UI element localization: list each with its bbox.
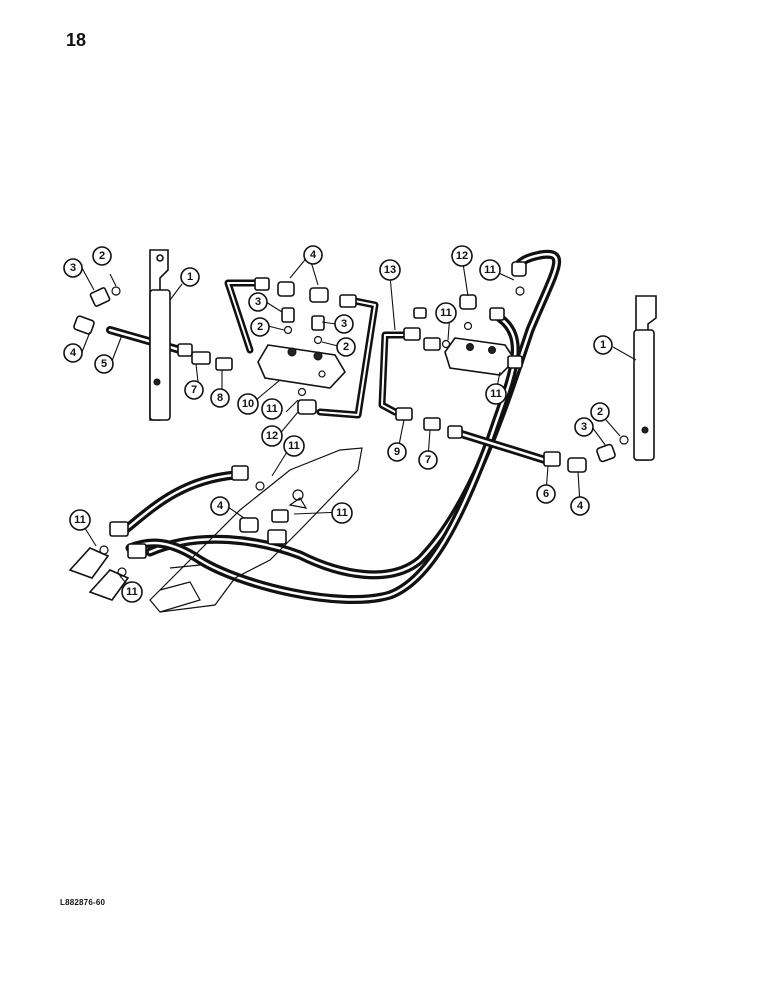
callout-8: 8 — [210, 388, 230, 408]
callout-label: 9 — [394, 446, 400, 458]
callout-11-right: 11 — [485, 383, 507, 405]
callout-label: 11 — [490, 388, 502, 400]
callout-label: 12 — [266, 430, 278, 442]
callout-label: 3 — [70, 262, 76, 274]
callout-label: 7 — [191, 384, 197, 396]
callout-label: 10 — [242, 398, 254, 410]
callout-label: 4 — [70, 347, 77, 359]
callout-label: 8 — [217, 392, 223, 404]
callout-label: 2 — [597, 406, 603, 418]
callout-3-right-mid: 3 — [334, 314, 354, 334]
callout-label: 4 — [217, 500, 224, 512]
callout-label: 1 — [600, 339, 606, 351]
hose-right-cylinder — [451, 428, 549, 464]
cylinder-left — [149, 249, 171, 421]
callout-7-right: 7 — [418, 450, 438, 470]
callout-11-mid: 11 — [261, 398, 283, 420]
valve-block-left — [257, 344, 346, 389]
callout-4-top: 4 — [303, 245, 323, 265]
callout-label: 2 — [257, 321, 263, 333]
callout-10: 10 — [237, 393, 259, 415]
callout-12-top: 12 — [451, 245, 473, 267]
callout-4-lower: 4 — [210, 496, 230, 516]
callout-11-top: 11 — [479, 259, 501, 281]
callout-label: 5 — [101, 358, 107, 370]
hose-left-lower — [120, 470, 240, 535]
figure-code: L882876-60 — [60, 898, 106, 907]
callout-11-lower-mid: 11 — [283, 435, 305, 457]
hose-valve-zigzag — [224, 279, 266, 354]
callout-label: 6 — [543, 488, 549, 500]
callout-1-left: 1 — [180, 267, 200, 287]
hose-center-right — [378, 331, 409, 416]
callout-4-left: 4 — [63, 343, 83, 363]
callout-label: 2 — [99, 250, 105, 262]
callout-11-bottom: 11 — [121, 581, 143, 603]
callout-2-right-mid: 2 — [336, 337, 356, 357]
callout-label: 2 — [343, 341, 349, 353]
callout-label: 13 — [384, 264, 396, 276]
callout-11-lower-right: 11 — [331, 502, 353, 524]
callout-12-mid: 12 — [261, 425, 283, 447]
callout-label: 1 — [187, 271, 193, 283]
hose-center-zigzag — [316, 296, 379, 419]
callout-label: 3 — [581, 421, 587, 433]
callout-1-right: 1 — [593, 335, 613, 355]
valve-block-right — [444, 337, 517, 376]
callout-label: 11 — [440, 307, 452, 319]
callout-7-left: 7 — [184, 380, 204, 400]
page-number: 18 — [66, 30, 87, 50]
callout-2-right: 2 — [590, 402, 610, 422]
callout-13: 13 — [379, 259, 401, 281]
callout-11-center: 11 — [435, 302, 457, 324]
callout-label: 11 — [336, 507, 348, 519]
callout-4-right: 4 — [570, 496, 590, 516]
callout-3-mid: 3 — [248, 292, 268, 312]
callout-2-mid: 2 — [250, 317, 270, 337]
callout-label: 4 — [310, 249, 317, 261]
callout-label: 11 — [288, 440, 300, 452]
fittings — [68, 261, 629, 601]
callout-2-left: 2 — [92, 246, 112, 266]
callout-3-right: 3 — [574, 417, 594, 437]
callout-5: 5 — [94, 354, 114, 374]
callout-label: 3 — [255, 296, 261, 308]
cylinder-right — [633, 295, 657, 461]
callout-label: 11 — [126, 586, 138, 598]
callout-9: 9 — [387, 442, 407, 462]
loader-bracket — [149, 447, 363, 613]
callout-6: 6 — [536, 484, 556, 504]
callout-label: 12 — [456, 250, 468, 262]
callout-label: 11 — [266, 403, 278, 415]
callout-label: 11 — [484, 264, 496, 276]
callout-3-left: 3 — [63, 258, 83, 278]
callout-label: 7 — [425, 454, 431, 466]
callout-label: 3 — [341, 318, 347, 330]
callout-label: 4 — [577, 500, 584, 512]
callout-label: 11 — [74, 514, 86, 526]
hose-return-outer — [125, 313, 520, 605]
callout-11-lower-left: 11 — [69, 509, 91, 531]
